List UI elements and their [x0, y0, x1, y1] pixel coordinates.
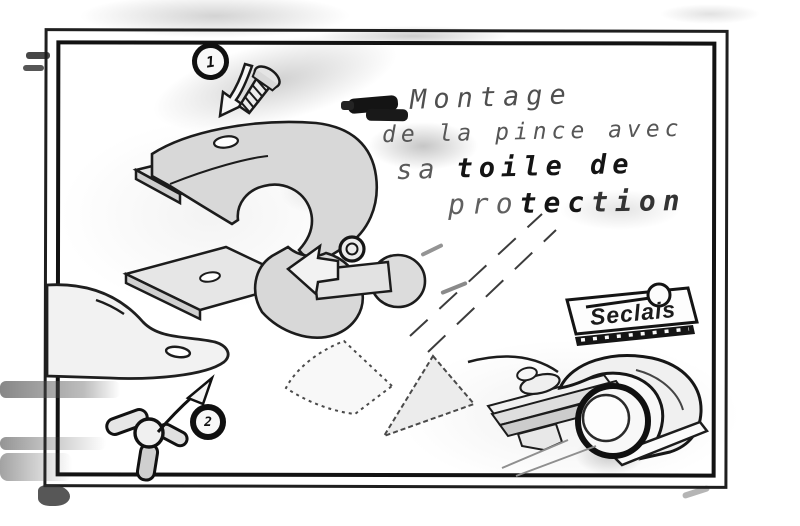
logo-ball-icon: [646, 282, 672, 308]
tube-end-ring: [575, 383, 651, 459]
step2-badge: 2: [190, 404, 226, 440]
annotation-line-3-normal: sa: [395, 153, 441, 187]
annotation-line-4-bold: tec: [519, 185, 592, 220]
annotation-line-4-light: pro: [447, 186, 520, 222]
base-plate-drawing: [45, 283, 230, 380]
step2-number: 2: [204, 414, 212, 430]
cloth-fan-drawing: [284, 339, 394, 416]
step2-arrow-icon: [156, 374, 215, 433]
cloth-roll-drawing: [557, 354, 703, 461]
axis-guide-lines: [409, 213, 557, 353]
ink-scribble: [341, 101, 354, 110]
logo-mark: [565, 282, 699, 346]
annotation-line-4-tail: tion: [590, 183, 687, 219]
annotation-line-3-bold: toile de: [456, 148, 635, 185]
clamp-bottom-plate: [122, 245, 304, 321]
wing-nut-drawing: [105, 408, 189, 482]
screw-drawing: [237, 65, 281, 115]
annotation-line-3: sa toile de: [396, 149, 635, 186]
step1-number: 1: [204, 51, 217, 72]
insert-arrow-icon: [286, 243, 340, 297]
step1-arrow-icon: [218, 62, 254, 119]
clamp-exploded-drawing: [122, 120, 427, 339]
annotation-line-1: Montage: [409, 79, 574, 116]
ink-scribble: [365, 108, 409, 122]
assembled-clamp-drawing: [467, 354, 710, 477]
annotation-line-4: protection: [448, 184, 687, 221]
bolt-head-icon: [338, 235, 366, 263]
cloth-triangle-drawing: [381, 354, 476, 438]
